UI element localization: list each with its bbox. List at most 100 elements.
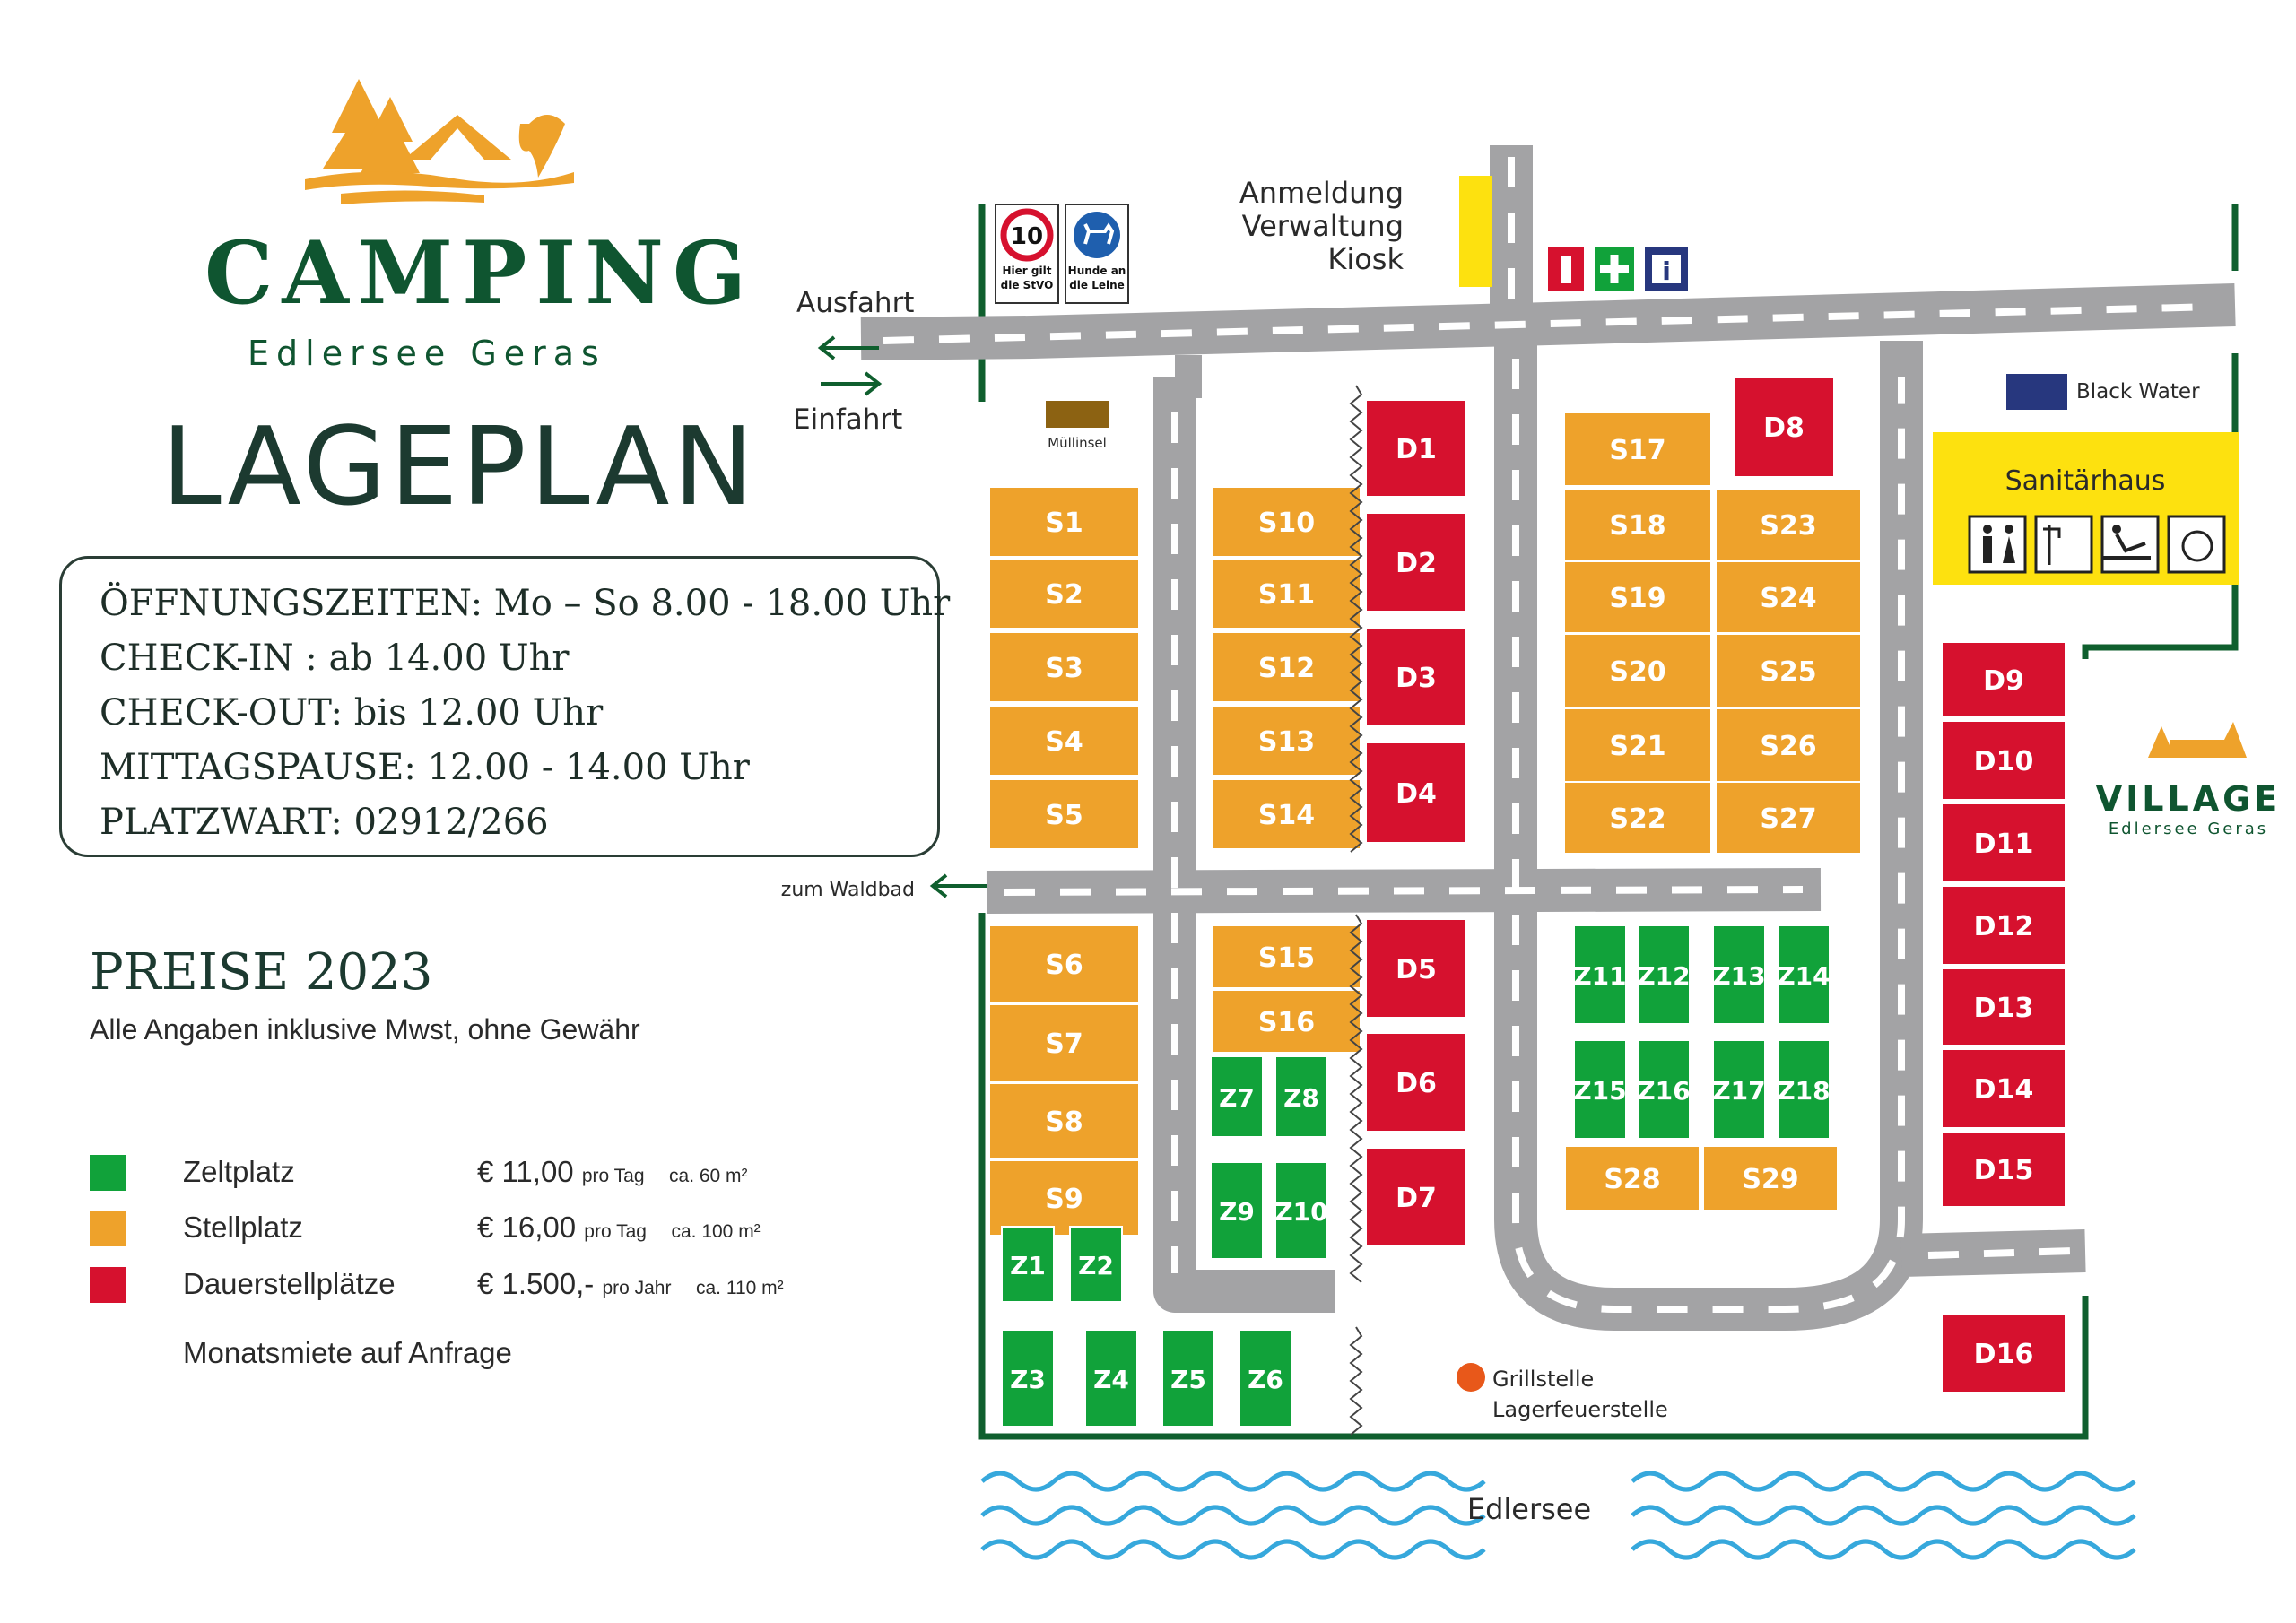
lot-s21-box xyxy=(1563,707,1712,783)
lot-s20-label: S20 xyxy=(1609,656,1665,688)
lot-z14-label: Z14 xyxy=(1777,961,1830,991)
lot-s4-label: S4 xyxy=(1045,726,1083,758)
lot-s1-box xyxy=(988,486,1140,558)
lot-z10-label: Z10 xyxy=(1274,1197,1327,1227)
prices-title: PREISE 2023 xyxy=(90,943,433,1002)
lot-s20-box xyxy=(1563,633,1712,708)
lake-label: Edlersee xyxy=(1467,1492,1591,1526)
lot-z8-label: Z8 xyxy=(1283,1083,1319,1113)
info-icon-glyph: i xyxy=(1662,256,1671,286)
lot-z9-label: Z9 xyxy=(1219,1197,1255,1227)
lot-d3-box xyxy=(1365,627,1467,727)
fire-extinguisher-icon xyxy=(1548,247,1584,291)
lot-s11-box xyxy=(1212,558,1361,629)
office-label-3: Kiosk xyxy=(1327,242,1404,276)
lot-z16-box xyxy=(1637,1039,1691,1140)
road-east-stub xyxy=(1900,1229,2086,1277)
lot-d15-box xyxy=(1941,1131,2066,1208)
lot-s22-label: S22 xyxy=(1609,803,1665,835)
shower-icon xyxy=(2034,515,2093,574)
lot-z18-label: Z18 xyxy=(1777,1076,1830,1106)
lake-wave-right xyxy=(1631,1471,2136,1492)
lot-d13-box xyxy=(1941,968,2066,1046)
hedge-divider xyxy=(1349,385,1363,853)
dog-sign-text-2: die Leine xyxy=(1069,279,1125,291)
fence-line xyxy=(978,913,2089,1440)
lot-s18-box xyxy=(1563,488,1712,561)
page-title: LAGEPLAN xyxy=(161,405,758,530)
brand-title: CAMPING xyxy=(204,222,755,324)
lot-s14-box xyxy=(1212,778,1361,850)
legend-stell-swatch xyxy=(90,1211,126,1246)
exit-label: Ausfahrt xyxy=(796,287,914,319)
road-west xyxy=(1153,377,1335,1313)
lot-d16-box xyxy=(1941,1313,2066,1393)
fire-extinguisher-icon-glyph xyxy=(1561,256,1571,283)
lot-s26-box xyxy=(1715,707,1862,783)
lot-s15-box xyxy=(1212,924,1361,989)
toilet-icon xyxy=(1968,515,2027,574)
speed-limit-value: 10 xyxy=(1011,223,1043,250)
shower-icon-glyph xyxy=(2043,525,2061,565)
lot-d8-box xyxy=(1733,376,1835,478)
opening-hours-box: ÖFFNUNGSZEITEN: Mo – So 8.00 - 18.00 Uhr… xyxy=(59,556,950,857)
washing-machine-icon xyxy=(2167,515,2226,574)
legend-zelt-swatch xyxy=(90,1155,126,1191)
lake-wave-right xyxy=(1631,1539,2136,1560)
lot-s12-label: S12 xyxy=(1258,653,1315,684)
lot-z12-box xyxy=(1637,924,1691,1025)
lot-z18-box xyxy=(1777,1039,1831,1140)
speed-sign-text-1: Hier gilt xyxy=(1003,265,1052,277)
road-marking xyxy=(883,303,2216,344)
lot-z2-box xyxy=(1069,1226,1123,1303)
lot-d5-box xyxy=(1365,918,1467,1019)
lot-s5-box xyxy=(988,778,1140,850)
toilet-icon-man-body xyxy=(1983,536,1992,563)
lot-s6-label: S6 xyxy=(1045,950,1083,981)
lot-s17-box xyxy=(1563,412,1712,487)
lot-s18-label: S18 xyxy=(1609,510,1665,542)
lot-s7-label: S7 xyxy=(1045,1028,1083,1060)
office-label-2: Verwaltung xyxy=(1242,209,1404,243)
lot-s6-box xyxy=(988,924,1140,1003)
road-loop xyxy=(1494,323,1923,1331)
office-label-1: Anmeldung xyxy=(1239,176,1404,210)
legend-dauer-label: Dauerstellplätze xyxy=(183,1267,396,1300)
prices-note: Alle Angaben inklusive Mwst, ohne Gewähr xyxy=(90,1013,640,1046)
speed-sign-text-2: die StVO xyxy=(1001,279,1054,291)
legend-zelt-unit: pro Tag xyxy=(581,1166,645,1186)
lot-s25-box xyxy=(1715,633,1862,708)
lot-s15-label: S15 xyxy=(1258,942,1315,974)
waldbad-label: zum Waldbad xyxy=(781,879,915,901)
lot-z15-box xyxy=(1573,1039,1627,1140)
lot-s1-label: S1 xyxy=(1045,508,1083,539)
info-line-lunch: MITTAGSPAUSE: 12.00 - 14.00 Uhr xyxy=(100,747,750,788)
legend-zelt-price-value: € 11,00 xyxy=(477,1155,574,1188)
lot-s9-box xyxy=(988,1159,1140,1237)
dog-leash-sign xyxy=(1065,204,1129,304)
lake-wave-left xyxy=(980,1471,1486,1492)
village-logo-house xyxy=(2170,740,2224,758)
entry-arrow-icon xyxy=(821,371,883,396)
exit-arrow-icon xyxy=(817,335,879,360)
legend-dauer-swatch xyxy=(90,1267,126,1303)
lot-d10-label: D10 xyxy=(1974,746,2034,777)
toilet-icon-woman-body xyxy=(2003,536,2015,563)
legend-zelt-label: Zeltplatz xyxy=(183,1155,295,1188)
legend-stell-price-value: € 16,00 xyxy=(477,1211,577,1244)
dog-leash-icon xyxy=(1074,212,1120,258)
lot-s29-box xyxy=(1702,1145,1839,1211)
lot-s29-label: S29 xyxy=(1742,1164,1798,1195)
lot-d11-box xyxy=(1941,803,2066,883)
lot-z1-label: Z1 xyxy=(1010,1251,1046,1280)
lot-s19-label: S19 xyxy=(1609,583,1665,614)
legend-zelt-price: € 11,00 pro Tag ca. 60 m² xyxy=(477,1155,748,1189)
lot-s19-box xyxy=(1563,560,1712,634)
lot-d2-label: D2 xyxy=(1396,548,1437,579)
legend-stell-area: ca. 100 m² xyxy=(671,1221,761,1242)
legend-stell-price: € 16,00 pro Tag ca. 100 m² xyxy=(477,1211,761,1245)
lot-s14-label: S14 xyxy=(1258,800,1315,831)
lot-z17-label: Z17 xyxy=(1712,1076,1765,1106)
lot-s27-box xyxy=(1715,781,1862,855)
lot-s23-box xyxy=(1715,488,1862,561)
